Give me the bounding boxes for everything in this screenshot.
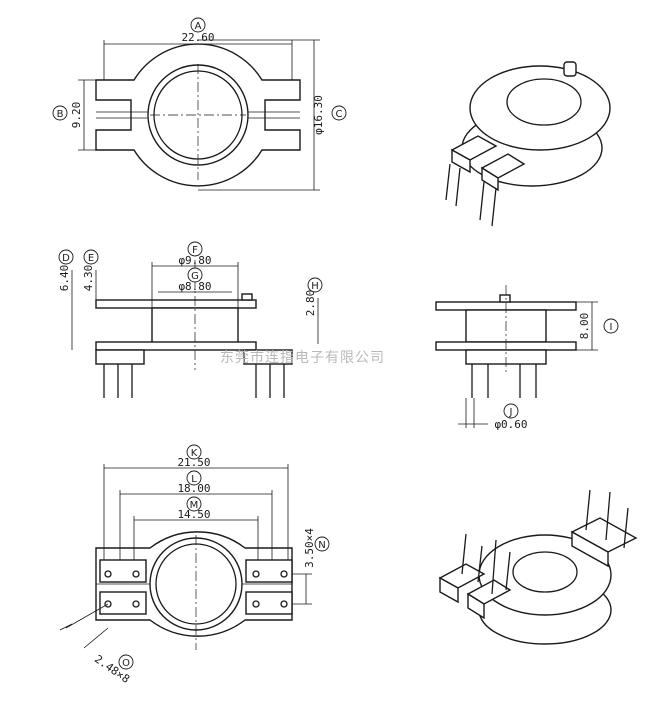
iso-bottom-pin-header-left-side (439, 576, 459, 604)
dim-o-tick (59, 623, 73, 631)
dim-i-letter: I (610, 322, 613, 333)
dim-d-letter: D (62, 253, 70, 264)
dim-a-bubble (190, 17, 206, 33)
iso-view-top (445, 61, 611, 227)
dim-f-letter: F (192, 245, 198, 256)
side-peg (499, 294, 511, 303)
dim-h-letter: H (311, 281, 319, 292)
dim-k-letter: K (191, 448, 198, 459)
dim-j-bubble (503, 403, 519, 419)
side-view: I 8.00 J φ0.60 (435, 285, 619, 431)
dim-o-letter: O (122, 658, 130, 669)
iso-top-pin-2 (455, 167, 461, 207)
dim-e-value: 4.30 (82, 265, 95, 292)
iso-bottom-pin-1 (461, 533, 467, 575)
iso-top-pin-header-left-side (451, 148, 471, 174)
dim-j-value: φ0.60 (494, 418, 527, 431)
iso-top-core-hole (506, 78, 582, 126)
bottom-pin-hole-1 (104, 570, 112, 578)
iso-top-peg (563, 61, 577, 77)
bottom-view: K 21.50 L 18.00 M 14.50 N 3.50×4 O 2.48×… (59, 444, 330, 686)
bottom-pin-hole-2 (132, 570, 140, 578)
dim-o-leader-1 (65, 603, 109, 629)
bottom-pad-right-lower (245, 591, 293, 615)
dim-o-leader-2 (83, 627, 109, 649)
dim-n-letter: N (318, 540, 325, 551)
dim-b-value: 9.20 (70, 102, 83, 129)
iso-bottom-pin-2 (477, 545, 483, 583)
front-peg (241, 293, 253, 301)
bottom-pin-hole-5 (252, 570, 260, 578)
dim-a-letter: A (195, 21, 202, 32)
dim-g-letter: G (191, 271, 199, 282)
dim-c-bubble (331, 105, 347, 121)
iso-top-pin-1 (445, 163, 451, 201)
dim-h-value: 2.80 (304, 290, 317, 317)
iso-bottom-core-hole (512, 551, 578, 593)
top-view: A 22.60 B 9.20 C φ16.30 (52, 17, 347, 191)
iso-bottom-pin-header-left2-side (467, 592, 485, 620)
iso-bottom-pin-4 (505, 551, 511, 591)
dim-l-bubble (186, 470, 202, 486)
dim-o-bubble (118, 654, 134, 670)
dim-j-letter: J (509, 407, 513, 418)
dim-k-bubble (186, 444, 202, 460)
iso-top-pin-4 (491, 187, 497, 227)
dim-n-value: 3.50×4 (303, 528, 316, 568)
dim-i-value: 8.00 (578, 313, 591, 340)
dim-c-value: φ16.30 (312, 95, 325, 135)
iso-top-flange-upper (469, 65, 611, 151)
iso-bottom-pin-6 (605, 491, 611, 541)
bottom-pin-hole-7 (252, 600, 260, 608)
bottom-pad-left-lower (99, 591, 147, 615)
front-view: D 6.40 E 4.30 F φ9.80 G φ8.80 H 2.80 (58, 241, 323, 398)
dim-l-value: 18.00 (177, 482, 210, 495)
dim-g-bubble (187, 267, 203, 283)
dim-m-bubble (186, 496, 202, 512)
dim-m-value: 14.50 (177, 508, 210, 521)
dim-b-letter: B (57, 109, 64, 120)
iso-bottom-pin-header-right-side (571, 530, 609, 568)
dim-d-bubble (58, 249, 74, 265)
dim-d-value: 6.40 (58, 265, 71, 292)
iso-bottom-pin-7 (623, 507, 629, 549)
front-top-flange (95, 299, 257, 309)
dim-a-value: 22.60 (181, 31, 214, 44)
bottom-pin-hole-4 (132, 600, 140, 608)
bottom-pin-hole-3 (104, 600, 112, 608)
iso-bottom-pin-3 (491, 539, 497, 595)
iso-top-pin-3 (479, 181, 485, 221)
dim-n-bubble (314, 536, 330, 552)
dim-h-bubble (307, 277, 323, 293)
bottom-pin-hole-8 (280, 600, 288, 608)
front-pin-header-left (95, 349, 145, 365)
company-watermark: 东莞市连指电子有限公司 (220, 349, 385, 366)
iso-bottom-pin-5 (585, 489, 591, 531)
iso-top-pin-header-right-side (481, 166, 499, 192)
dim-i-bubble (603, 318, 619, 334)
front-pin-header-right (243, 349, 293, 365)
bottom-pin-hole-6 (280, 570, 288, 578)
iso-view-bottom (438, 489, 638, 645)
dim-f-bubble (187, 241, 203, 257)
dim-c-letter: C (336, 109, 343, 120)
dim-m-letter: M (190, 500, 199, 511)
front-bottom-flange (95, 341, 257, 351)
dim-f-value: φ9.80 (178, 254, 211, 267)
dim-g-value: φ8.80 (178, 280, 211, 293)
dim-k-value: 21.50 (177, 456, 210, 469)
dim-e-bubble (83, 249, 99, 265)
dim-b-bubble (52, 105, 68, 121)
dim-e-letter: E (88, 253, 94, 264)
dim-l-letter: L (191, 474, 197, 485)
